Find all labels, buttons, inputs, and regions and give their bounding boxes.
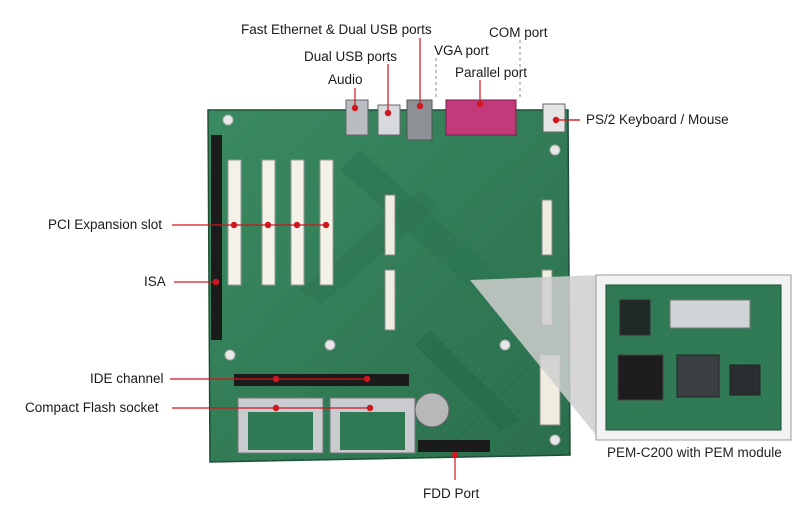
battery: [414, 392, 450, 428]
fdd-connector: [418, 440, 490, 452]
rear-io: [345, 99, 566, 141]
label-pci-slot: PCI Expansion slot: [48, 217, 163, 232]
isa-connector: [211, 135, 222, 340]
callout-wedge: [470, 275, 600, 440]
label-fast-ethernet-usb: Fast Ethernet & Dual USB ports: [241, 22, 432, 37]
label-ps2: PS/2 Keyboard / Mouse: [586, 112, 729, 127]
label-ide-channel: IDE channel: [90, 371, 164, 386]
label-dual-usb: Dual USB ports: [304, 49, 398, 64]
label-audio: Audio: [328, 72, 363, 87]
label-parallel-port: Parallel port: [455, 65, 528, 80]
label-compact-flash: Compact Flash socket: [25, 400, 159, 415]
audio-jack: [345, 99, 369, 136]
dual-usb-connector: [377, 104, 401, 136]
compact-flash-sockets: [237, 397, 416, 454]
label-fdd-port: FDD Port: [423, 486, 480, 501]
label-vga-port: VGA port: [434, 43, 489, 58]
label-com-port: COM port: [489, 25, 548, 40]
module-caption: PEM-C200 with PEM module: [607, 445, 782, 460]
label-isa: ISA: [144, 274, 166, 289]
module-inset: [595, 274, 792, 441]
